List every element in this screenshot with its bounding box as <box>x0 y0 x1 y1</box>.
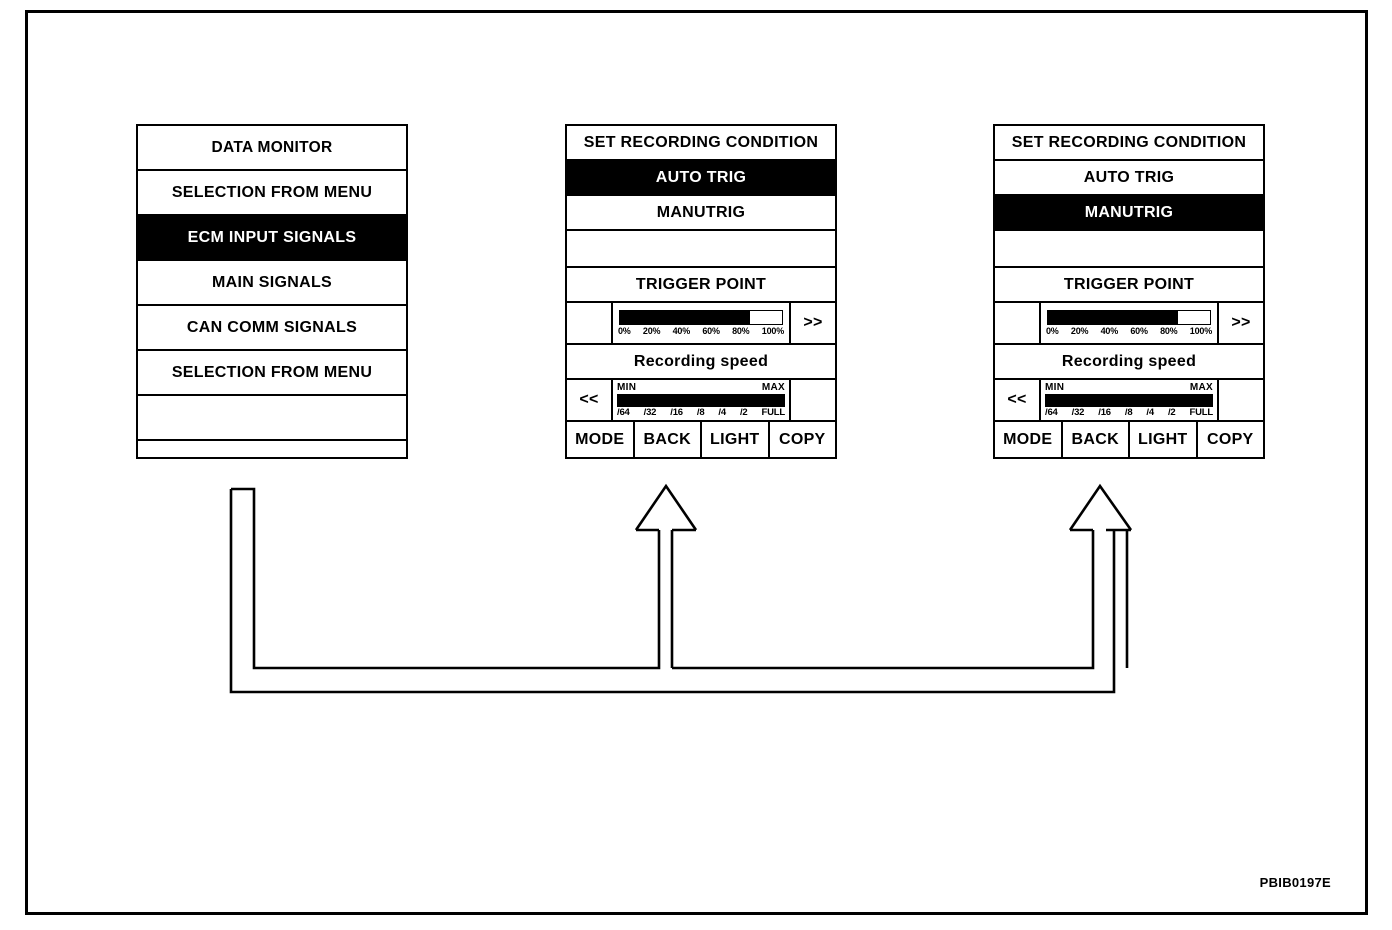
lcd3-speed-bar-track[interactable] <box>1045 393 1213 407</box>
menu-item-can-comm-signals[interactable]: CAN COMM SIGNALS <box>138 306 406 351</box>
speed-tick-16: /16 <box>670 406 683 418</box>
tick-80: 80% <box>732 326 750 336</box>
lcd3-back-button[interactable]: BACK <box>1063 422 1130 458</box>
set-recording-condition-auto-panel: SET RECORDING CONDITION AUTO TRIG MANUTR… <box>565 124 837 459</box>
lcd2-recording-speed-label: Recording speed <box>567 345 835 380</box>
speed-tick-64: /64 <box>1045 406 1058 418</box>
lcd2-copy-button[interactable]: COPY <box>778 431 826 448</box>
lcd2-button-row: MODE BACK LIGHT COPY <box>567 422 835 458</box>
lcd2-trigger-point-row: 0% 20% 40% 60% 80% 100% >> <box>567 303 835 345</box>
lcd2-trigger-left-cell <box>567 303 613 343</box>
tick-40: 40% <box>1100 326 1119 336</box>
tick-40: 40% <box>672 326 691 336</box>
tick-100: 100% <box>1189 326 1212 336</box>
speed-tick-32: /32 <box>1071 406 1085 418</box>
lcd2-trigger-point-label: TRIGGER POINT <box>567 268 835 303</box>
lcd3-trigger-point-row: 0% 20% 40% 60% 80% 100% >> <box>995 303 1263 345</box>
tick-100: 100% <box>761 326 784 336</box>
lcd2-option-auto-trig[interactable]: AUTO TRIG <box>567 161 835 196</box>
lcd2-trigger-bar-track[interactable] <box>619 310 783 325</box>
lcd3-trigger-left-cell <box>995 303 1041 343</box>
menu-item-selection-from-menu-top[interactable]: SELECTION FROM MENU <box>138 171 406 216</box>
lcd2-mode-button[interactable]: MODE <box>567 422 635 458</box>
menu-item-ecm-input-signals[interactable]: ECM INPUT SIGNALS <box>138 216 406 261</box>
lcd3-option-auto-trig[interactable]: AUTO TRIG <box>995 161 1263 196</box>
lcd3-recording-speed-row: << MIN MAX /64 /32 /16 /8 /4 /2 FULL <box>995 380 1263 422</box>
lcd2-speed-right-cell <box>789 380 835 420</box>
menu-row-title: DATA MONITOR <box>138 126 406 171</box>
set-recording-condition-manu-panel: SET RECORDING CONDITION AUTO TRIG MANUTR… <box>993 124 1265 459</box>
speed-tick-full: FULL <box>1189 406 1214 418</box>
diagram-frame: DATA MONITOR SELECTION FROM MENU ECM INP… <box>25 10 1368 915</box>
lcd3-trigger-bar-track[interactable] <box>1047 310 1211 325</box>
speed-tick-8: /8 <box>1124 406 1133 418</box>
lcd3-prev-button[interactable]: << <box>995 380 1041 420</box>
speed-min-label: MIN <box>1045 381 1065 393</box>
lcd3-option-manu-trig[interactable]: MANUTRIG <box>995 196 1263 231</box>
lcd3-empty-row <box>995 231 1263 268</box>
lcd2-speed-bar-area: MIN MAX /64 /32 /16 /8 /4 /2 FULL <box>613 380 789 420</box>
lcd2-recording-speed-row: << MIN MAX /64 /32 /16 /8 /4 /2 FULL <box>567 380 835 422</box>
lcd3-trigger-bar-fill <box>1048 311 1178 324</box>
tick-20: 20% <box>642 326 661 336</box>
speed-tick-full: FULL <box>761 406 786 418</box>
tick-60: 60% <box>702 326 720 336</box>
speed-tick-32: /32 <box>643 406 657 418</box>
lcd2-trigger-bar-area: 0% 20% 40% 60% 80% 100% <box>613 303 789 343</box>
lcd2-speed-bar-scale: /64 /32 /16 /8 /4 /2 FULL <box>617 408 785 418</box>
lcd2-title: SET RECORDING CONDITION <box>567 126 835 161</box>
lcd2-back-button[interactable]: BACK <box>635 422 702 458</box>
lcd3-trigger-bar-scale: 0% 20% 40% 60% 80% 100% <box>1045 326 1213 336</box>
lcd3-mode-button[interactable]: MODE <box>995 422 1063 458</box>
tick-60: 60% <box>1130 326 1148 336</box>
lcd3-speed-minmax: MIN MAX <box>1045 381 1213 393</box>
lcd2-empty-row <box>567 231 835 268</box>
speed-tick-2: /2 <box>739 406 748 418</box>
lcd3-trigger-point-label: TRIGGER POINT <box>995 268 1263 303</box>
lcd3-light-button[interactable]: LIGHT <box>1130 422 1198 458</box>
menu-row-empty-1 <box>138 396 406 441</box>
tick-20: 20% <box>1070 326 1089 336</box>
speed-max-label: MAX <box>761 381 785 393</box>
lcd2-speed-bar-track[interactable] <box>617 393 785 407</box>
lcd2-trigger-bar-scale: 0% 20% 40% 60% 80% 100% <box>617 326 785 336</box>
speed-min-label: MIN <box>617 381 637 393</box>
lcd3-copy-button[interactable]: COPY <box>1206 431 1254 448</box>
lcd3-speed-bar-fill <box>1046 394 1212 406</box>
lcd3-trigger-bar-area: 0% 20% 40% 60% 80% 100% <box>1041 303 1217 343</box>
lcd2-light-button[interactable]: LIGHT <box>702 422 770 458</box>
lcd2-next-button[interactable]: >> <box>789 303 835 343</box>
data-monitor-panel: DATA MONITOR SELECTION FROM MENU ECM INP… <box>136 124 408 459</box>
menu-item-main-signals[interactable]: MAIN SIGNALS <box>138 261 406 306</box>
figure-reference-code: PBIB0197E <box>1259 875 1331 890</box>
menu-row-empty-2 <box>138 441 406 486</box>
lcd3-recording-speed-label: Recording speed <box>995 345 1263 380</box>
lcd2-prev-button[interactable]: << <box>567 380 613 420</box>
lcd2-speed-minmax: MIN MAX <box>617 381 785 393</box>
speed-tick-4: /4 <box>718 406 726 418</box>
speed-tick-64: /64 <box>617 406 630 418</box>
speed-max-label: MAX <box>1189 381 1213 393</box>
speed-tick-8: /8 <box>696 406 705 418</box>
menu-item-selection-from-menu-bottom[interactable]: SELECTION FROM MENU <box>138 351 406 396</box>
lcd3-button-row: MODE BACK LIGHT COPY <box>995 422 1263 458</box>
lcd3-title: SET RECORDING CONDITION <box>995 126 1263 161</box>
lcd3-speed-bar-scale: /64 /32 /16 /8 /4 /2 FULL <box>1045 408 1213 418</box>
lcd3-next-button[interactable]: >> <box>1217 303 1263 343</box>
lcd2-option-manu-trig[interactable]: MANUTRIG <box>567 196 835 231</box>
lcd2-trigger-bar-fill <box>620 311 750 324</box>
lcd3-speed-right-cell <box>1217 380 1263 420</box>
tick-80: 80% <box>1160 326 1178 336</box>
speed-tick-2: /2 <box>1167 406 1176 418</box>
lcd2-speed-bar-fill <box>618 394 784 406</box>
tick-0: 0% <box>618 326 631 336</box>
speed-tick-16: /16 <box>1098 406 1111 418</box>
speed-tick-4: /4 <box>1146 406 1154 418</box>
lcd3-speed-bar-area: MIN MAX /64 /32 /16 /8 /4 /2 FULL <box>1041 380 1217 420</box>
tick-0: 0% <box>1046 326 1059 336</box>
